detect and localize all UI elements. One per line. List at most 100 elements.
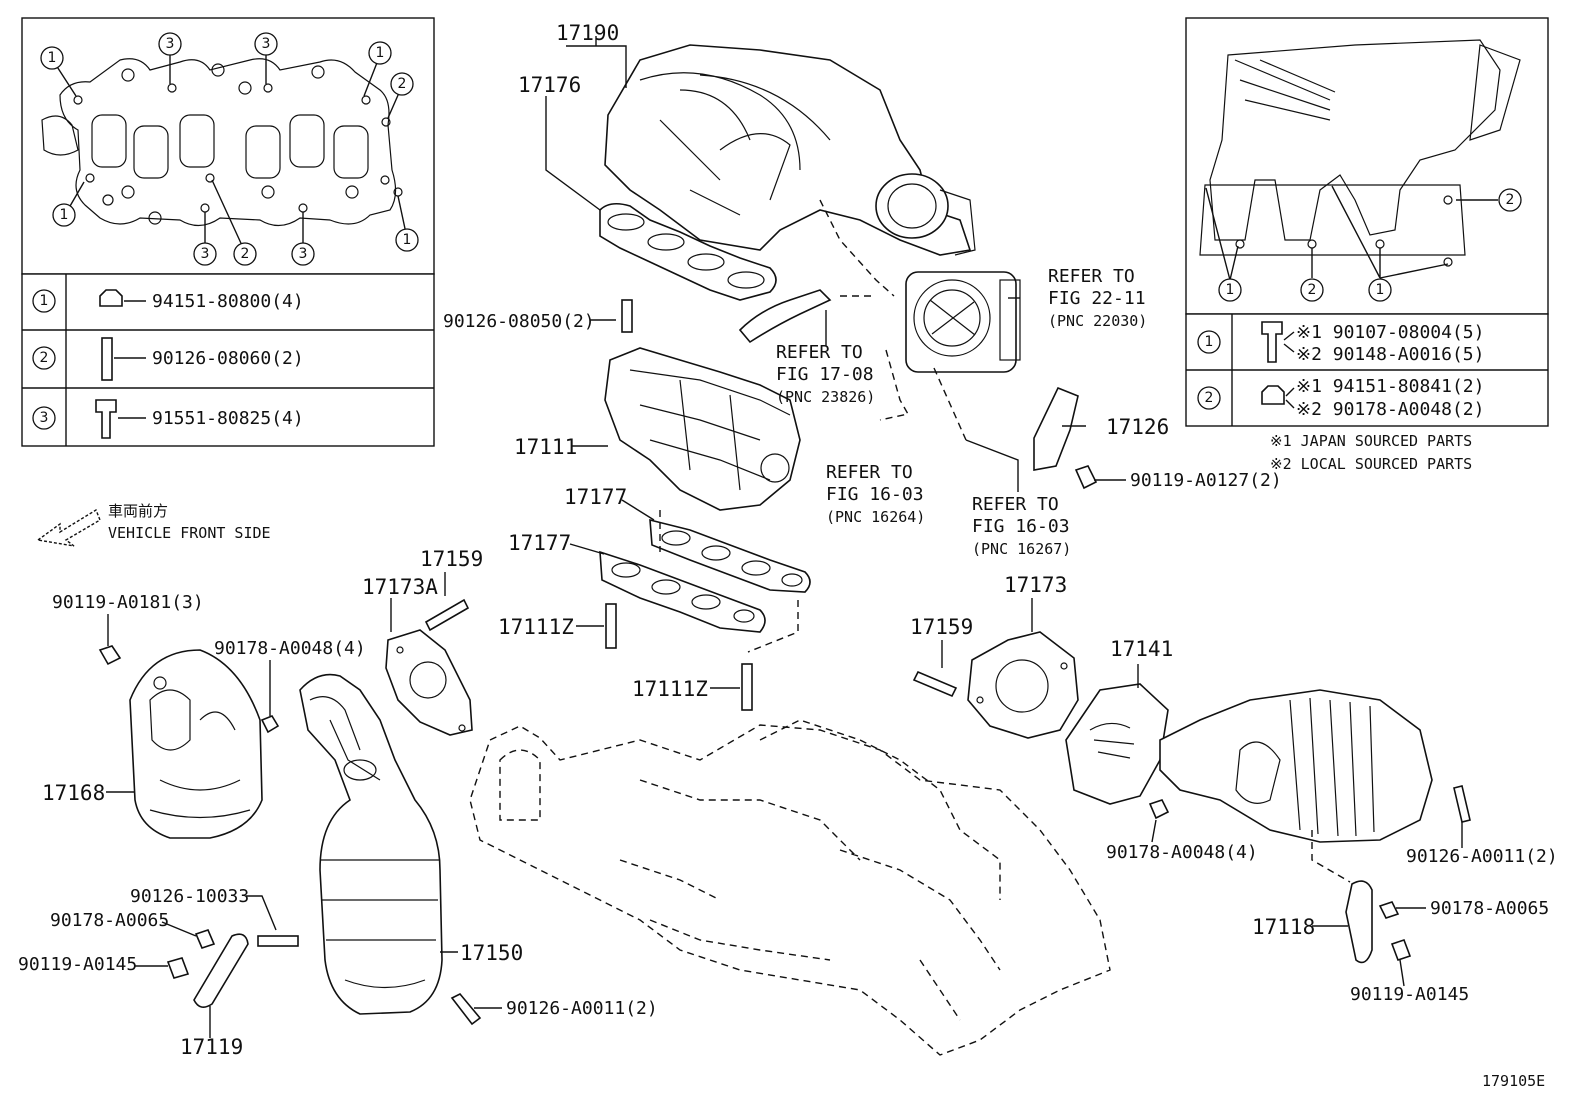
svg-text:REFER TO: REFER TO bbox=[972, 494, 1059, 515]
callout-labels: 17190 17176 90126-08050(2) 17111 17177 1… bbox=[18, 21, 1558, 1059]
legend-right-part-1b: ※2 90148-A0016(5) bbox=[1296, 344, 1484, 365]
gasket-marker-3: 3 bbox=[254, 32, 278, 56]
label-90126-a0011-right: 90126-A0011(2) bbox=[1406, 846, 1558, 867]
refer-block-17-08: REFER TO FIG 17-08 (PNC 23826) bbox=[776, 342, 875, 406]
throttle-body bbox=[905, 271, 1021, 373]
gasket-marker-1: 1 bbox=[40, 46, 64, 70]
stud-17159-left bbox=[424, 598, 470, 632]
label-90178-a0065-right: 90178-A0065 bbox=[1430, 898, 1549, 919]
legend-right-row-1: 1 ※1 90107-08004(5) ※2 90148-A0016(5) bbox=[1197, 321, 1484, 365]
manifold-marker-3: 2 bbox=[1300, 278, 1324, 302]
gasket-marker-9: 3 bbox=[291, 242, 315, 266]
label-90119-a0181: 90119-A0181(3) bbox=[52, 592, 204, 613]
svg-text:REFER TO: REFER TO bbox=[776, 342, 863, 363]
svg-text:(PNC 23826): (PNC 23826) bbox=[776, 388, 875, 406]
svg-text:FIG 17-08: FIG 17-08 bbox=[776, 364, 874, 385]
svg-text:1: 1 bbox=[403, 232, 412, 248]
svg-text:(PNC 16267): (PNC 16267) bbox=[972, 540, 1071, 558]
legend-right: 1 ※1 90107-08004(5) ※2 90148-A0016(5) 2 … bbox=[1185, 313, 1549, 427]
legend-left-part-3: 91551-80825(4) bbox=[152, 408, 304, 429]
gasket-17177-upper bbox=[649, 518, 811, 593]
stud-17159-right bbox=[912, 670, 958, 698]
label-17118: 17118 bbox=[1252, 915, 1315, 939]
legend-right-part-2a: ※1 94151-80841(2) bbox=[1296, 376, 1484, 397]
gasket-marker-8: 2 bbox=[233, 242, 257, 266]
legend-left-row-1: 1 94151-80800(4) bbox=[32, 289, 304, 313]
stud-90126-a0011-right bbox=[1453, 785, 1471, 823]
label-17159-left: 17159 bbox=[420, 547, 483, 571]
svg-text:1: 1 bbox=[60, 207, 69, 223]
legend-right-part-2b: ※2 90178-A0048(2) bbox=[1296, 399, 1484, 420]
nut-90178-a0065-left bbox=[194, 929, 216, 949]
svg-text:3: 3 bbox=[40, 410, 49, 426]
stud-90126-a0011-left bbox=[450, 993, 482, 1026]
manifold-marker-1: 2 bbox=[1498, 188, 1522, 212]
gasket-marker-2: 3 bbox=[158, 32, 182, 56]
svg-text:1: 1 bbox=[1205, 334, 1214, 350]
front-arrow-icon bbox=[36, 508, 101, 547]
nut-90178-a0048-left bbox=[260, 715, 280, 734]
bolt-90119-a0127 bbox=[1074, 465, 1098, 490]
svg-text:(PNC 16264): (PNC 16264) bbox=[826, 508, 925, 526]
upper-intake-manifold bbox=[604, 44, 976, 256]
manifold-detail-box: 2 1 2 1 bbox=[1185, 17, 1549, 315]
svg-text:FIG 16-03: FIG 16-03 bbox=[972, 516, 1070, 537]
bracket-17118 bbox=[1345, 880, 1373, 964]
bolt-90119-a0145-left bbox=[166, 957, 190, 979]
stud-90126-10033 bbox=[257, 935, 299, 947]
gasket-17176 bbox=[599, 202, 777, 301]
bolt-90119-a0181 bbox=[98, 645, 122, 666]
legend-left-row-2: 2 90126-08060(2) bbox=[32, 337, 304, 381]
label-90178-a0048-left: 90178-A0048(4) bbox=[214, 638, 366, 659]
label-90178-a0065-left: 90178-A0065 bbox=[50, 910, 169, 931]
gasket-marker-7: 3 bbox=[193, 242, 217, 266]
legend-left-part-2: 90126-08060(2) bbox=[152, 348, 304, 369]
label-17119: 17119 bbox=[180, 1035, 243, 1059]
gasket-marker-10: 1 bbox=[395, 228, 419, 252]
legend-right-part-1a: ※1 90107-08004(5) bbox=[1296, 322, 1484, 343]
label-90119-a0145-left: 90119-A0145 bbox=[18, 954, 137, 975]
label-17177-lower: 17177 bbox=[508, 531, 571, 555]
label-17141: 17141 bbox=[1110, 637, 1173, 661]
label-90126-10033: 90126-10033 bbox=[130, 886, 249, 907]
hose-part bbox=[738, 289, 832, 344]
bracket-17126 bbox=[1033, 386, 1079, 471]
svg-text:2: 2 bbox=[1308, 282, 1317, 298]
legend-left-part-1: 94151-80800(4) bbox=[152, 291, 304, 312]
svg-text:2: 2 bbox=[241, 246, 250, 262]
gasket-marker-4: 1 bbox=[368, 41, 392, 65]
label-17111z-lower: 17111Z bbox=[632, 677, 708, 701]
svg-text:2: 2 bbox=[1205, 390, 1214, 406]
label-90126-08050: 90126-08050(2) bbox=[443, 311, 595, 332]
svg-text:1: 1 bbox=[1226, 282, 1235, 298]
label-90178-a0048-right: 90178-A0048(4) bbox=[1106, 842, 1258, 863]
svg-text:REFER TO: REFER TO bbox=[826, 462, 913, 483]
gasket-17177-lower bbox=[599, 550, 766, 633]
front-label-en: VEHICLE FRONT SIDE bbox=[108, 524, 271, 542]
svg-text:1: 1 bbox=[48, 50, 57, 66]
exhaust-manifold-17150 bbox=[299, 673, 443, 1015]
label-17177-upper: 17177 bbox=[564, 485, 627, 509]
svg-text:3: 3 bbox=[299, 246, 308, 262]
svg-text:1: 1 bbox=[40, 293, 49, 309]
label-17159-right: 17159 bbox=[910, 615, 973, 639]
bolt-icon bbox=[1261, 321, 1283, 363]
label-17173: 17173 bbox=[1004, 573, 1067, 597]
manifold-marker-2: 1 bbox=[1218, 278, 1242, 302]
heat-insulator-17168 bbox=[129, 649, 263, 839]
stud-17111z-b bbox=[741, 663, 753, 711]
manifold-marker-4: 1 bbox=[1368, 278, 1392, 302]
label-17168: 17168 bbox=[42, 781, 105, 805]
svg-text:2: 2 bbox=[398, 76, 407, 92]
exhaust-manifold-17141 bbox=[1065, 683, 1433, 843]
legend-right-row-2: 2 ※1 94151-80841(2) ※2 90178-A0048(2) bbox=[1197, 376, 1484, 420]
label-90119-a0127: 90119-A0127(2) bbox=[1130, 470, 1282, 491]
svg-text:3: 3 bbox=[166, 36, 175, 52]
refer-block-22-11: REFER TO FIG 22-11 (PNC 22030) bbox=[1048, 266, 1147, 330]
label-17173a: 17173A bbox=[362, 575, 438, 599]
nut-icon bbox=[99, 289, 123, 307]
note-local-sourced: ※2 LOCAL SOURCED PARTS bbox=[1270, 455, 1472, 473]
label-90119-a0145-right: 90119-A0145 bbox=[1350, 984, 1469, 1005]
bolt-90119-a0145-right bbox=[1390, 938, 1412, 962]
svg-text:REFER TO: REFER TO bbox=[1048, 266, 1135, 287]
